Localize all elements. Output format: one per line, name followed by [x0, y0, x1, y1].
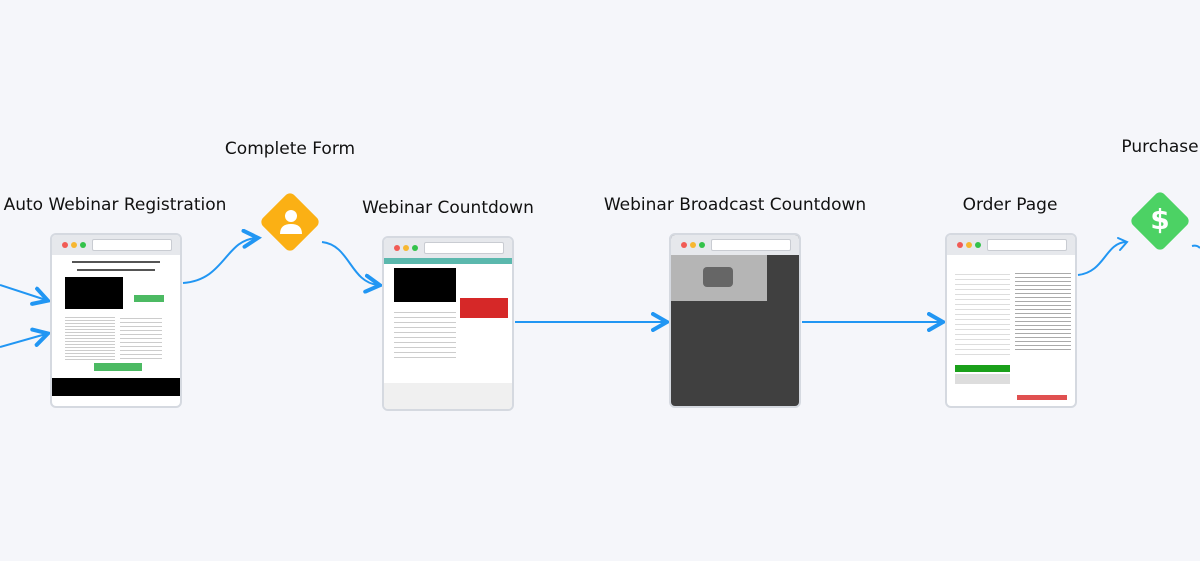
step-title-registration: Auto Webinar Registration — [3, 195, 227, 215]
page-thumb-webinar-countdown[interactable] — [382, 236, 514, 411]
step-title-webinar-countdown: Webinar Countdown — [362, 198, 534, 218]
page-thumb-broadcast-countdown[interactable] — [669, 233, 801, 408]
arrow-form-to-countdown — [321, 241, 378, 285]
arrow-in-1 — [0, 284, 46, 300]
arrow-order-to-purchase — [1077, 241, 1127, 276]
user-icon — [280, 210, 302, 234]
step-title-purchase: Purchase — [1121, 137, 1199, 157]
page-thumb-order-page[interactable] — [945, 233, 1077, 408]
dollar-icon: $ — [1150, 203, 1170, 236]
step-title-complete-form: Complete Form — [224, 139, 356, 159]
step-title-broadcast-countdown: Webinar Broadcast Countdown — [603, 195, 867, 215]
arrow-purchase-out — [1191, 244, 1200, 249]
arrow-in-2 — [0, 334, 46, 348]
arrow-reg-to-form — [182, 238, 256, 284]
page-thumb-registration[interactable] — [50, 233, 182, 408]
step-title-order-page: Order Page — [962, 195, 1058, 215]
